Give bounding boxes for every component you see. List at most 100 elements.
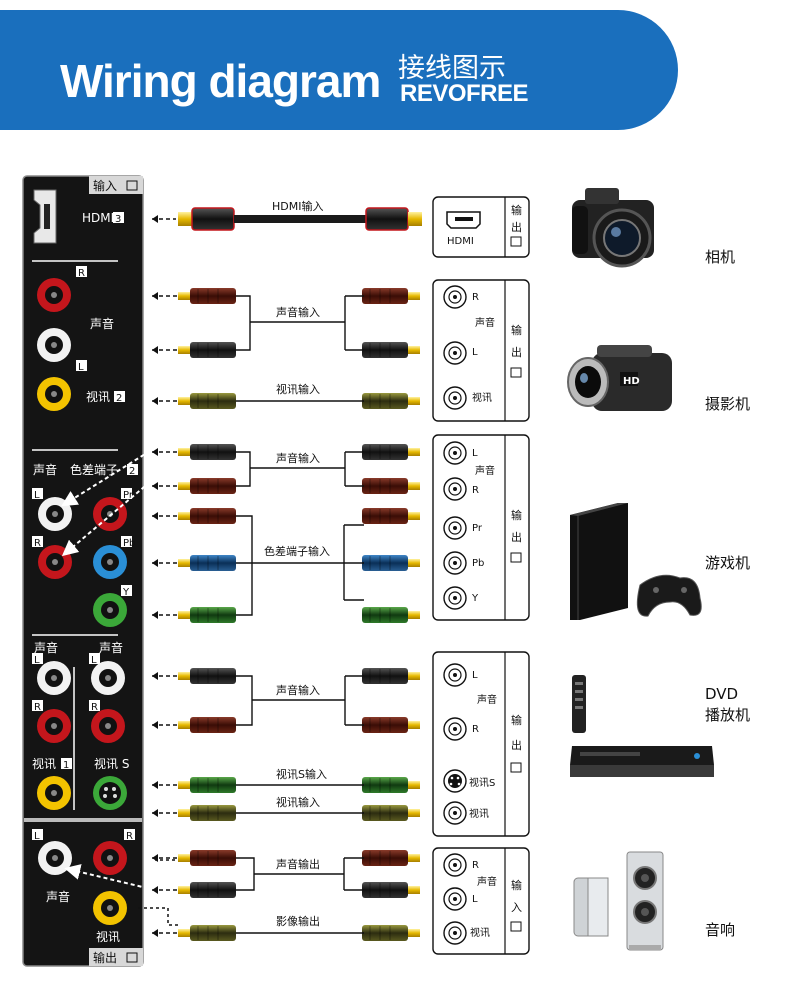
tv-c-audio-r2-jack[interactable] [91, 709, 125, 743]
plug-right-10 [362, 777, 420, 793]
plug-left-7 [178, 607, 236, 623]
p5-in-2: 入 [511, 901, 522, 914]
device-jack-13[interactable] [443, 921, 467, 945]
brand-name: REVOFREE [400, 80, 529, 107]
plug-left-3 [178, 444, 236, 460]
device-jack-1[interactable] [443, 341, 467, 365]
tv-comp-audio-r-jack[interactable] [38, 545, 72, 579]
plug-right-12 [362, 850, 420, 866]
tv-video2-label: 视讯 [86, 389, 110, 404]
device-label-dvd-2: 播放机 [705, 706, 751, 724]
device-jack-9[interactable] [443, 717, 467, 741]
device-jack-8[interactable] [443, 663, 467, 687]
plug-left-6 [178, 555, 236, 571]
tv-comp-y-jack[interactable] [93, 593, 127, 627]
plug-right-6 [362, 555, 420, 571]
tv-arrow-5 [152, 512, 178, 520]
panel1-out-icon [510, 236, 522, 247]
input-tab-label: 输入 [93, 178, 117, 193]
device-jacks [443, 285, 467, 945]
hdmi-cable: HDMI输入 [152, 199, 422, 231]
device-jack-6[interactable] [443, 551, 467, 575]
p2-audio: 声音 [475, 316, 495, 329]
tv-b-r-mark: R [34, 538, 41, 549]
tv-svideo-jack[interactable] [93, 776, 127, 810]
device-jack-3[interactable] [443, 441, 467, 465]
tv-d-r-mark: R [126, 831, 133, 842]
panel1-hdmi-label: HDMI [447, 236, 474, 247]
tv-out-video-label: 视讯 [96, 929, 120, 944]
tv-comp-pb-jack[interactable] [93, 545, 127, 579]
tv-audio-a-label: 声音 [90, 316, 114, 331]
plug-right-11 [362, 805, 420, 821]
panel1-out2: 出 [511, 220, 522, 234]
camera-icon [572, 188, 654, 268]
tv-c-audio-l1-jack[interactable] [37, 661, 71, 695]
tv-audio-r-jack[interactable] [37, 278, 71, 312]
tv-c-audio-r1-jack[interactable] [37, 709, 71, 743]
tv-arrow-8 [152, 672, 178, 680]
audio-out-label: 声音输出 [276, 857, 320, 871]
p4-svideo: 视讯S [469, 776, 495, 789]
tv-out-audio-r-jack[interactable] [93, 841, 127, 875]
device-jack-12[interactable] [443, 887, 467, 911]
tv-pb-mark: Pb [123, 538, 135, 549]
camcorder-icon: HD [567, 345, 672, 411]
plug-left-2 [178, 393, 236, 409]
hd-badge: HD [623, 376, 640, 387]
plug-right-0 [362, 288, 420, 304]
tv-video2-number: 2 [116, 393, 122, 404]
p3-pr: Pr [472, 523, 483, 534]
p3-pb: Pb [472, 558, 484, 569]
device-jack-0[interactable] [443, 285, 467, 309]
tv-comp-pr-jack[interactable] [93, 497, 127, 531]
device-jack-11[interactable] [443, 853, 467, 877]
device-jack-4[interactable] [443, 477, 467, 501]
video-in-label-2: 视讯输入 [276, 795, 320, 809]
tv-video1-jack[interactable] [37, 776, 71, 810]
plug-left-10 [178, 777, 236, 793]
tv-component-number: 2 [129, 466, 135, 477]
tv-svideo-label: 视讯 S [94, 756, 129, 771]
device-jack-2[interactable] [443, 386, 467, 410]
hdmi-out-icon [446, 211, 481, 229]
tv-arrow-1 [152, 346, 178, 354]
p4-audio: 声音 [477, 693, 497, 706]
plug-left-1 [178, 342, 236, 358]
output-arrow-icon [126, 952, 138, 963]
device-jack-5[interactable] [443, 516, 467, 540]
plug-right-4 [362, 478, 420, 494]
hdmi-label: HDMI [82, 211, 114, 225]
page-title-cn: 接线图示 [398, 53, 506, 84]
tv-input-panel: 输入 输出 HDMI 3 R 声音 L 视讯 2 声音 色差端子 2 L Pr … [22, 175, 178, 967]
tv-arrow-4 [152, 482, 178, 490]
p5-video: 视讯 [470, 926, 490, 939]
tv-video1-number: 1 [63, 760, 69, 771]
video-out-label: 影像输出 [276, 914, 320, 928]
device-svideo-jack[interactable] [443, 769, 467, 793]
tv-c-audio-l2-jack[interactable] [91, 661, 125, 695]
p2-r: R [472, 292, 479, 303]
tv-arrow-14 [152, 929, 178, 937]
tv-a-l-mark: L [78, 362, 84, 373]
device-panels: HDMI 输 出 输 出 R 声音 L 视讯 输 出 L 声音 R Pr Pb … [432, 196, 530, 955]
p3-l: L [472, 448, 478, 459]
svg-text:出: 出 [511, 345, 522, 359]
tv-pr-mark: Pr [123, 490, 134, 501]
tv-audio-l-jack[interactable] [37, 328, 71, 362]
header-banner: Wiring diagram 接线图示 REVOFREE [0, 10, 678, 130]
device-jack-7[interactable] [443, 586, 467, 610]
audio-in-label-1: 声音输入 [276, 305, 320, 319]
tv-comp-audio-l-jack[interactable] [38, 497, 72, 531]
tv-out-video-jack[interactable] [93, 891, 127, 925]
tv-out-audio-l-jack[interactable] [38, 841, 72, 875]
plug-right-13 [362, 882, 420, 898]
tv-component-label: 色差端子 [70, 463, 118, 477]
plug-left-11 [178, 805, 236, 821]
tv-video2-jack[interactable] [37, 377, 71, 411]
device-jack-10[interactable] [443, 801, 467, 825]
video-in-label-1: 视讯输入 [276, 382, 320, 396]
game-console-icon [570, 503, 702, 620]
output-tab-label: 输出 [93, 950, 117, 965]
